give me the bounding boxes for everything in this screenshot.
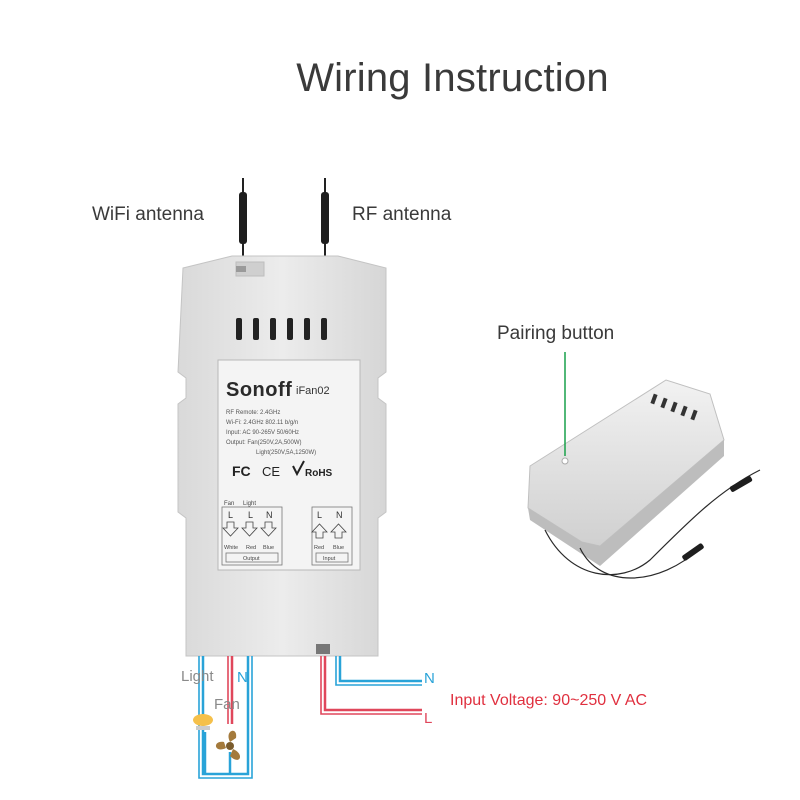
spec-line: Light(250V,5A,1250W) bbox=[256, 450, 316, 456]
fc-logo: FC bbox=[232, 463, 251, 479]
arrow-down-icon bbox=[222, 521, 239, 537]
arrow-up-icon bbox=[330, 523, 347, 539]
wire-color-label: Blue bbox=[333, 545, 344, 551]
rohs-check-icon bbox=[292, 460, 305, 477]
input-section-label: Input bbox=[323, 556, 336, 562]
fan-icon bbox=[215, 730, 241, 760]
terminal-letter: N bbox=[266, 510, 273, 520]
rf-antenna-label: RF antenna bbox=[352, 204, 452, 225]
light-bulb-icon bbox=[193, 714, 213, 730]
light-group-label: Light bbox=[243, 501, 256, 507]
arrow-down-icon bbox=[260, 521, 277, 537]
rohs-logo: RoHS bbox=[305, 468, 333, 479]
wire-color-label: Red bbox=[246, 545, 256, 551]
wire-color-label: Red bbox=[314, 545, 324, 551]
terminal-letter: L bbox=[228, 510, 233, 520]
spec-line: Wi-Fi: 2.4GHz 802.11 b/g/n bbox=[226, 420, 298, 426]
arrow-down-icon bbox=[241, 521, 258, 537]
spec-line: Output: Fan(250V,2A,500W) bbox=[226, 440, 302, 446]
model-label: iFan02 bbox=[296, 385, 330, 397]
terminal-letter: L bbox=[248, 510, 253, 520]
page-title: Wiring Instruction bbox=[296, 56, 609, 100]
input-wiring bbox=[320, 656, 422, 715]
wifi-antenna-label: WiFi antenna bbox=[92, 204, 204, 225]
fan-group-label: Fan bbox=[224, 501, 234, 507]
light-label: Light bbox=[181, 668, 214, 685]
input-voltage-label: Input Voltage: 90~250 V AC bbox=[450, 692, 648, 709]
ifan02-side-view-device bbox=[527, 379, 761, 579]
terminal-letter: N bbox=[336, 510, 343, 520]
sonoff-ifan02-device: Sonoff iFan02 RF Remote: 2.4GHz Wi-Fi: 2… bbox=[177, 255, 387, 657]
vent-slots bbox=[236, 318, 327, 340]
input-l-label: L bbox=[424, 710, 433, 727]
brand-label: Sonoff bbox=[226, 379, 292, 401]
arrow-up-icon bbox=[311, 523, 328, 539]
fan-label: Fan bbox=[214, 696, 240, 713]
wire-color-label: White bbox=[224, 545, 238, 551]
pairing-button bbox=[561, 457, 569, 465]
output-section-label: Output bbox=[243, 556, 260, 562]
wifi-antenna-icon bbox=[239, 178, 247, 262]
wire-color-label: Blue bbox=[263, 545, 274, 551]
spec-line: Input: AC 90-265V 50/60Hz bbox=[226, 430, 299, 436]
pairing-button-label: Pairing button bbox=[497, 323, 615, 344]
spec-line: RF Remote: 2.4GHz bbox=[226, 410, 280, 416]
input-n-label: N bbox=[424, 670, 435, 687]
output-n-label: N bbox=[237, 669, 248, 686]
rf-antenna-icon bbox=[321, 178, 329, 262]
ce-logo: CE bbox=[262, 464, 280, 479]
terminal-letter: L bbox=[317, 510, 322, 520]
